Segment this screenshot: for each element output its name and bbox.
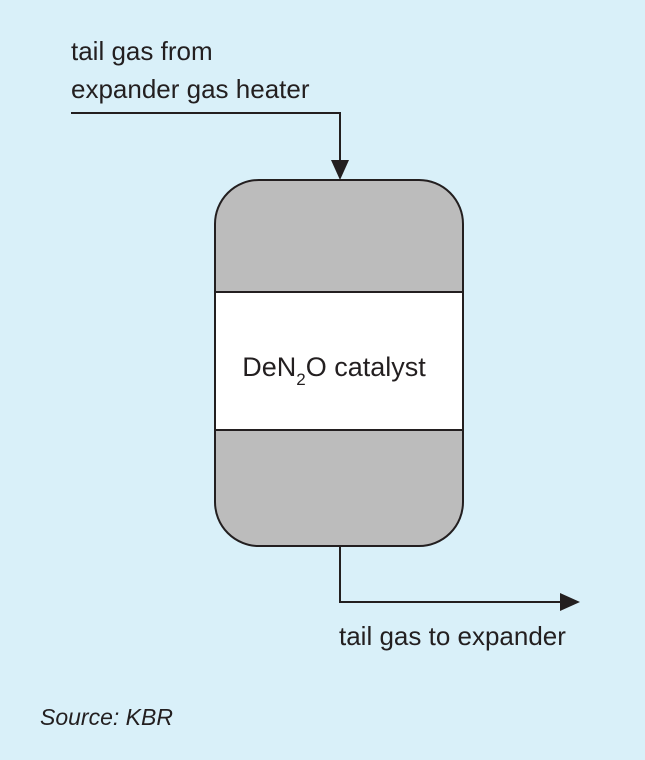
reactor-vessel [215,180,463,546]
outlet-arrow-icon [560,593,580,611]
outlet-label: tail gas to expander [339,621,566,651]
inlet-label-line2: expander gas heater [71,74,310,104]
inlet-line [71,112,341,163]
vessel-top-section [215,180,463,292]
vessel-bottom-section [215,430,463,546]
catalyst-label: DeN2O catalyst [242,352,426,389]
outlet-line [339,546,563,603]
inlet-arrow-icon [331,160,349,180]
source-caption: Source: KBR [40,704,173,730]
inlet-label-line1: tail gas from [71,36,213,66]
catalyst-bed [215,292,463,430]
